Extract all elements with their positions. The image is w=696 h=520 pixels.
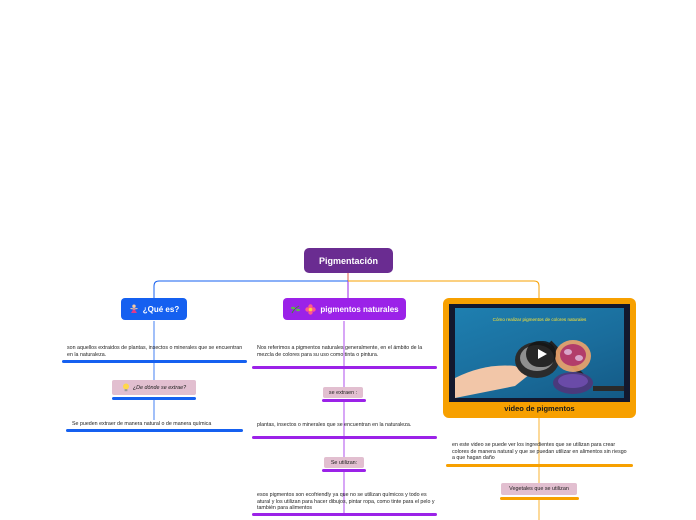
topic-pigmentos-naturales-label: pigmentos naturales	[320, 304, 399, 314]
topic-pigmentos-naturales[interactable]: pigmentos naturales	[283, 298, 406, 320]
note-underline	[252, 513, 437, 516]
note-underline	[446, 464, 633, 467]
note-uses[interactable]: esos pigmentos son ecofriendly ya que no…	[257, 492, 435, 512]
note-pigmentos-definition[interactable]: Nos referimos a pigmentos naturales gene…	[257, 345, 423, 358]
topic-video-label: video de pigmentos	[504, 404, 575, 413]
female-figure-icon	[130, 304, 138, 313]
subtopic-underline	[500, 497, 579, 500]
note-underline	[252, 436, 437, 439]
note-underline	[62, 360, 247, 363]
video-caption: Cómo realizar pigmentos de colores natur…	[492, 317, 587, 322]
connector-to-que-es	[153, 280, 348, 298]
subtopic-se-extraen[interactable]: se extraen :	[323, 387, 363, 398]
topic-que-es-label: ¿Qué es?	[142, 304, 180, 314]
subtopic-label: se extraen :	[328, 389, 358, 396]
note-underline	[66, 429, 243, 432]
note-video-description[interactable]: en este video se puede ver los ingredien…	[452, 442, 627, 462]
subtopic-underline	[322, 399, 366, 402]
topic-que-es[interactable]: ¿Qué es?	[121, 298, 187, 320]
note-underline	[252, 366, 437, 369]
connector-to-video	[348, 280, 540, 298]
note-extraction-method[interactable]: Se pueden extraer de manera natural o de…	[72, 421, 212, 427]
note-sources[interactable]: plantas, insectos o minerales que se enc…	[257, 422, 412, 428]
subtopic-underline	[112, 397, 196, 400]
subtopic-de-donde-se-extrae[interactable]: ¿De dónde se extrae?	[112, 380, 196, 395]
video-thumbnail: Cómo realizar pigmentos de colores natur…	[455, 308, 624, 398]
video-player[interactable]: Cómo realizar pigmentos de colores natur…	[449, 304, 630, 402]
subtopic-underline	[322, 469, 366, 472]
flower-icon	[305, 303, 317, 315]
subtopic-vegetales-que-se-utilizan[interactable]: Vegetales que se utilizan	[501, 483, 577, 495]
root-topic-pigmentacion[interactable]: Pigmentación	[304, 248, 393, 273]
subtopic-label: Vegetales que se utilizan	[509, 486, 569, 492]
play-icon[interactable]	[526, 341, 556, 367]
lightbulb-icon	[122, 383, 129, 392]
subtopic-se-utilizan[interactable]: Se utilizan:	[324, 457, 364, 468]
note-que-es-definition[interactable]: son aquellos extraidos de plantas, insec…	[67, 345, 243, 358]
subtopic-label: ¿De dónde se extrae?	[132, 384, 187, 391]
root-topic-label: Pigmentación	[318, 255, 378, 266]
topic-video-de-pigmentos[interactable]: Cómo realizar pigmentos de colores natur…	[443, 298, 636, 418]
plant-icon	[291, 305, 301, 314]
subtopic-label: Se utilizan:	[330, 459, 358, 466]
